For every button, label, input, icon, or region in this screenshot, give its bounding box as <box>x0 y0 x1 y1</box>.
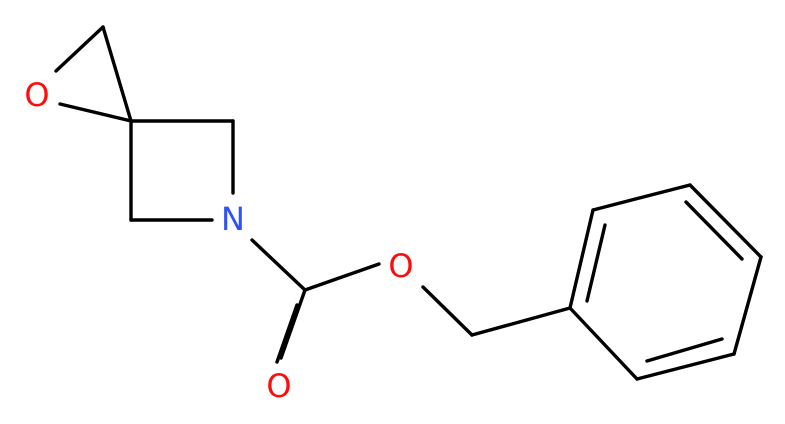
bond-phenyl-3-4 <box>688 183 763 259</box>
epoxide-oxygen-label: O <box>24 76 49 114</box>
bond-phenyl-5-6 <box>635 352 736 381</box>
bond-phenyl-2-3 <box>591 183 692 212</box>
bond-phenyl-inner-3-4 <box>684 200 744 261</box>
bond-carbonyl-double-b <box>275 303 299 364</box>
bond-epoxide-ch2-spiro <box>101 25 133 123</box>
atom-labels: O N O O <box>24 76 413 405</box>
bonds <box>54 25 763 381</box>
bond-nitrogen-carbonyl-carbon <box>250 238 307 292</box>
azetidine-nitrogen-label: N <box>221 200 245 238</box>
bond-phenyl-6-1 <box>568 306 639 381</box>
bond-epoxide-ch2-oxygen <box>54 25 105 73</box>
bond-phenyl-4-5 <box>732 255 763 356</box>
bond-benzyl-ch2-ring <box>470 306 572 337</box>
carbonyl-oxygen-label: O <box>266 367 291 405</box>
bond-carbonyl-double-a <box>279 288 307 360</box>
bond-phenyl-1-2 <box>568 208 595 310</box>
bond-ester-oxygen-benzyl-ch2 <box>421 285 474 337</box>
bond-carbonyl-carbon-ester-oxygen <box>303 262 381 292</box>
bond-phenyl-inner-1-2 <box>585 223 607 303</box>
bond-epoxide-oxygen-spiro <box>58 102 133 123</box>
bond-phenyl-inner-5-6 <box>645 337 724 363</box>
ester-oxygen-label: O <box>388 247 413 285</box>
